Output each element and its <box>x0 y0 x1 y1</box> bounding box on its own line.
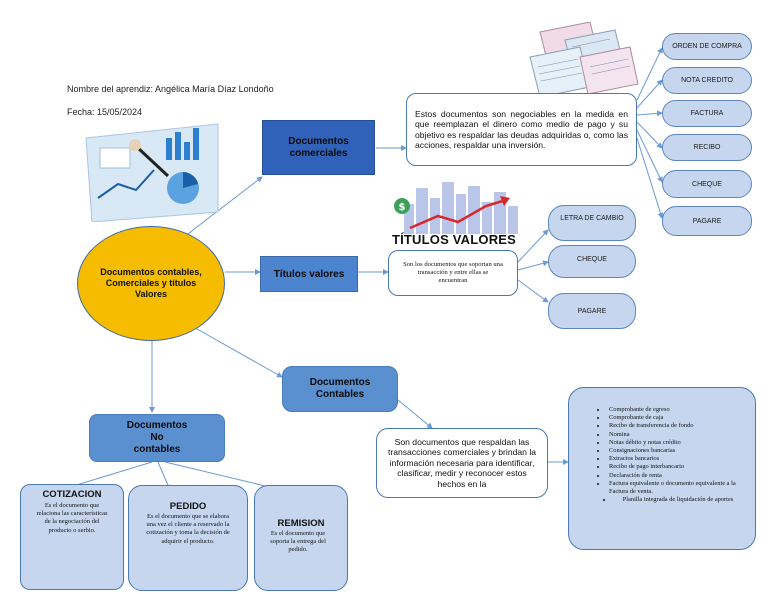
line-center-comerciales <box>179 176 263 241</box>
titulos-item-pagare: PAGARE <box>548 293 636 329</box>
node-documentos-contables: Documentos Contables <box>282 366 398 412</box>
charts-illustration <box>78 118 223 223</box>
center-topic-label: Documentos contables, Comerciales y títu… <box>100 267 202 299</box>
pedido-text: Es el documento que se elabora una vez e… <box>146 513 230 545</box>
contables-item: Comprobante de caja <box>607 414 755 422</box>
titulos-item-cheque: CHEQUE <box>548 245 636 278</box>
node-documentos-no-contables: Documentos No contables <box>89 414 225 462</box>
contables-item: Recibo de pago interbancario <box>607 463 755 471</box>
date-label: Fecha: 15/05/2024 <box>67 107 143 117</box>
cotizacion-title: COTIZACION <box>42 489 102 500</box>
line-center-contables <box>189 324 283 378</box>
comerciales-description: Estos documentos son negociables en la m… <box>406 93 637 166</box>
node-titulos-valores: Títulos valores <box>260 256 358 292</box>
pedido-title: PEDIDO <box>169 501 207 512</box>
no-contables-remision: REMISION Es el documento que soporta la … <box>254 485 348 591</box>
comerciales-item-orden-compra: ORDEN DE COMPRA <box>662 33 752 60</box>
contables-item: Extractos bancarios <box>607 455 755 463</box>
remision-title: REMISION <box>277 518 325 529</box>
titulos-valores-caption: TÍTULOS VALORES <box>391 232 517 247</box>
contables-item: Notas débito y notas crédito <box>607 439 755 447</box>
titulos-item-letra-cambio: LETRA DE CAMBIO <box>548 205 636 241</box>
node-documentos-comerciales: Documentos comerciales <box>262 120 375 175</box>
titulos-valores-illustration: $ TÍTULOS VALORES <box>388 176 520 250</box>
no-contables-pedido: PEDIDO Es el documento que se elabora un… <box>128 485 248 591</box>
no-contables-cotizacion: COTIZACION Es el documento que relaciona… <box>20 484 124 590</box>
cotizacion-text: Es el documento que relaciona las caract… <box>36 502 108 534</box>
center-topic: Documentos contables, Comerciales y títu… <box>77 226 225 341</box>
comerciales-item-nota-credito: NOTA CREDITO <box>662 67 752 94</box>
contables-item: Comprobante de egreso <box>607 406 755 414</box>
titulos-description: Son los documentos que soportan una tran… <box>388 250 518 296</box>
contables-description: Son documentos que respaldan las transac… <box>376 428 548 498</box>
contables-item: Factura equivalente o documento equivale… <box>607 480 755 496</box>
contables-item-last: Planilla integrada de liquidación de apo… <box>613 496 741 504</box>
contables-item: Declaración de renta <box>607 472 755 480</box>
line-contables-desc <box>397 399 433 429</box>
remision-text: Es el documento que soporta la entrega d… <box>270 530 326 554</box>
contables-items-list: Comprobante de egreso Comprobante de caj… <box>568 387 756 550</box>
student-name: Nombre del aprendiz: Angélica María Díaz… <box>67 84 274 94</box>
contables-item: Consignaciones bancarias <box>607 447 755 455</box>
contables-item: Recibo de transferencia de fondo <box>607 422 755 430</box>
comerciales-item-cheque: CHEQUE <box>662 170 752 198</box>
svg-text:$: $ <box>399 202 406 213</box>
comerciales-item-pagare: PAGARE <box>662 206 752 236</box>
comerciales-item-factura: FACTURA <box>662 100 752 127</box>
comerciales-item-recibo: RECIBO <box>662 134 752 161</box>
contables-item: Nomina <box>607 431 755 439</box>
documents-illustration <box>520 21 640 102</box>
